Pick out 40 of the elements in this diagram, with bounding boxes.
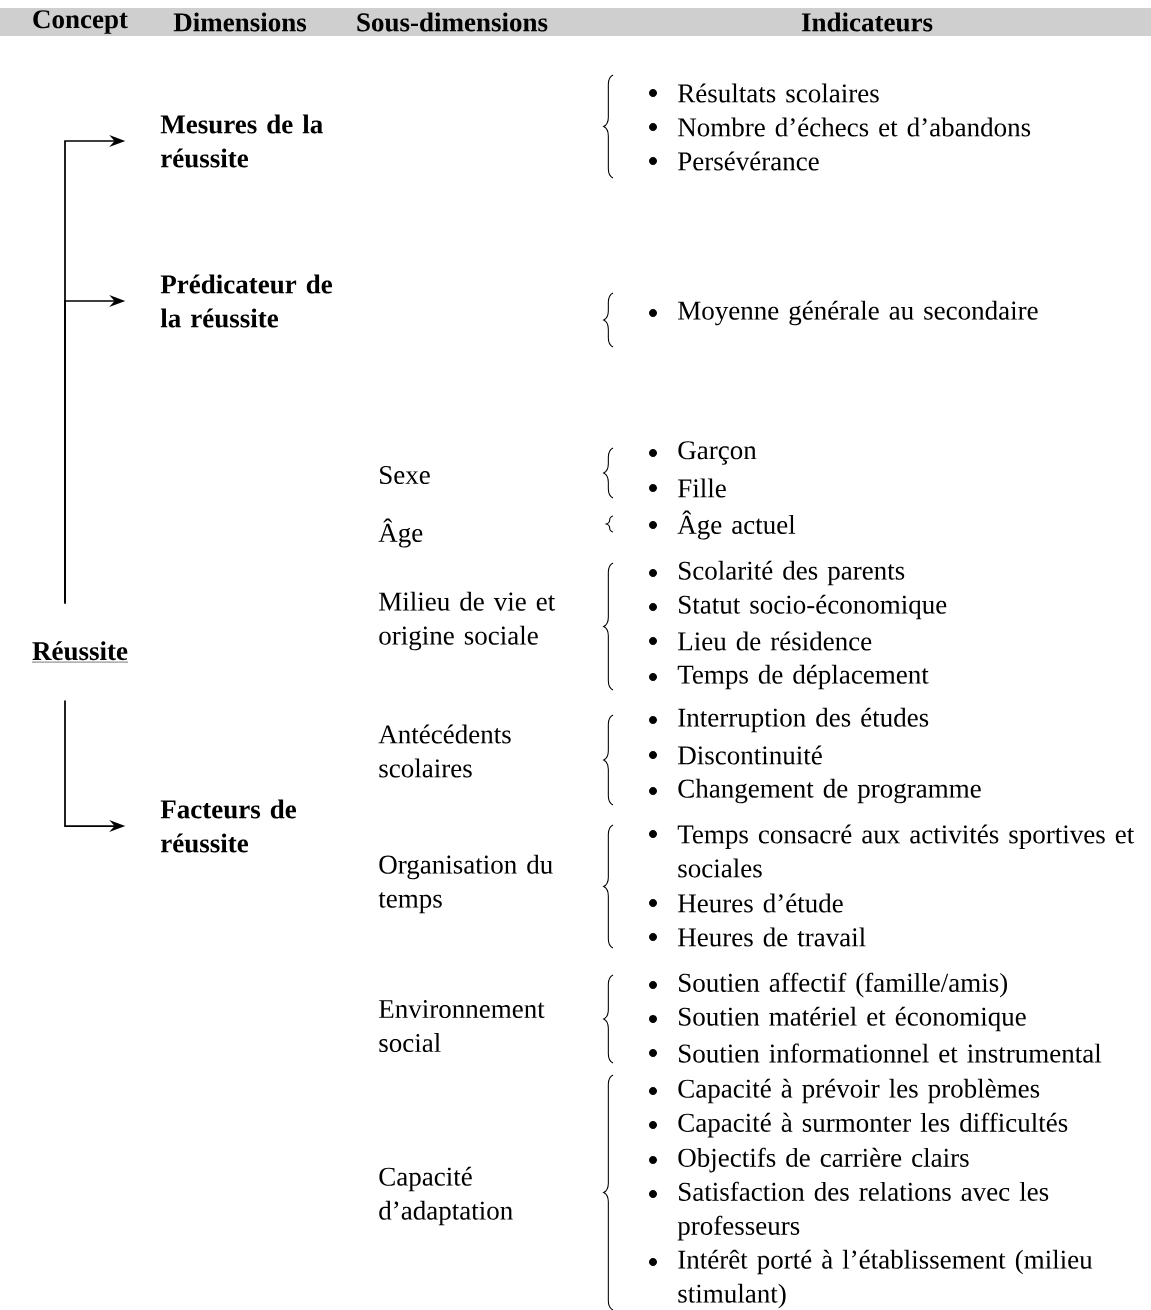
sub-dimension-text: Organisation du temps xyxy=(378,854,553,914)
column-header: Indicateurs xyxy=(801,12,933,32)
column-header: Concept xyxy=(33,10,128,34)
indicator-text: Nombre d’échecs et d’abandons xyxy=(678,117,1031,137)
indicator-text: Heures de travail xyxy=(678,927,866,947)
sub-dimension-text: Capacité d’adaptation xyxy=(379,1166,513,1226)
indicator-text: Capacité à prévoir les problèmes xyxy=(678,1078,1040,1104)
indicator-text: Interruption des études xyxy=(678,707,929,733)
indicator-text: Changement de programme xyxy=(678,778,981,804)
indicator-text: Soutien informationnel et instrumental xyxy=(679,1043,1102,1063)
indicator-text: Lieu de résidence xyxy=(678,631,872,651)
indicator-text: Garçon xyxy=(678,441,757,465)
dimension-text: Prédicateur de la réussite xyxy=(160,274,332,328)
indicator-text: Scolarité des parents xyxy=(679,560,905,586)
indicator-text: Persévérance xyxy=(678,151,819,171)
dimension-text: Facteurs de réussite xyxy=(160,799,297,853)
column-header: Dimensions xyxy=(173,12,307,32)
indicator-text: Discontinuité xyxy=(678,745,822,765)
indicator-text: Soutien affectif (famille/amis) xyxy=(679,972,1007,998)
indicator-text: Temps consacré aux activités sportives et sociales xyxy=(677,824,1135,878)
indicator-text: Satisfaction des relations avec les professeurs xyxy=(677,1181,1049,1241)
indicator-text: Heures d’étude xyxy=(678,893,843,913)
indicator-text: Statut socio-économique xyxy=(679,594,947,620)
indicator-text: Fille xyxy=(678,478,726,498)
sub-dimension-text: Milieu de vie et origine sociale xyxy=(379,591,556,651)
sub-dimension-text: Antécédents scolaires xyxy=(378,724,511,778)
column-header: Sous-dimensions xyxy=(357,12,548,32)
indicator-text: Soutien matériel et économique xyxy=(679,1006,1026,1032)
sub-dimension-text: Sexe xyxy=(380,465,430,485)
sub-dimension-text: Âge xyxy=(378,518,423,548)
indicator-text: Temps de déplacement xyxy=(677,664,929,690)
indicator-text: Moyenne générale au secondaire xyxy=(678,300,1038,326)
dimension-text: Mesures de la réussite xyxy=(160,114,323,168)
indicator-text: Résultats scolaires xyxy=(678,83,879,103)
indicator-text: Intérêt porté à l’établissement (milieu stimulant) xyxy=(678,1249,1093,1309)
sub-dimension-text: Environnement social xyxy=(379,999,545,1053)
indicator-text: Âge actuel xyxy=(677,510,796,540)
concept-text: Réussite xyxy=(31,641,129,663)
indicator-text: Objectifs de carrière clairs xyxy=(678,1147,969,1173)
indicator-text: Capacité à surmonter les difficultés xyxy=(678,1112,1068,1138)
